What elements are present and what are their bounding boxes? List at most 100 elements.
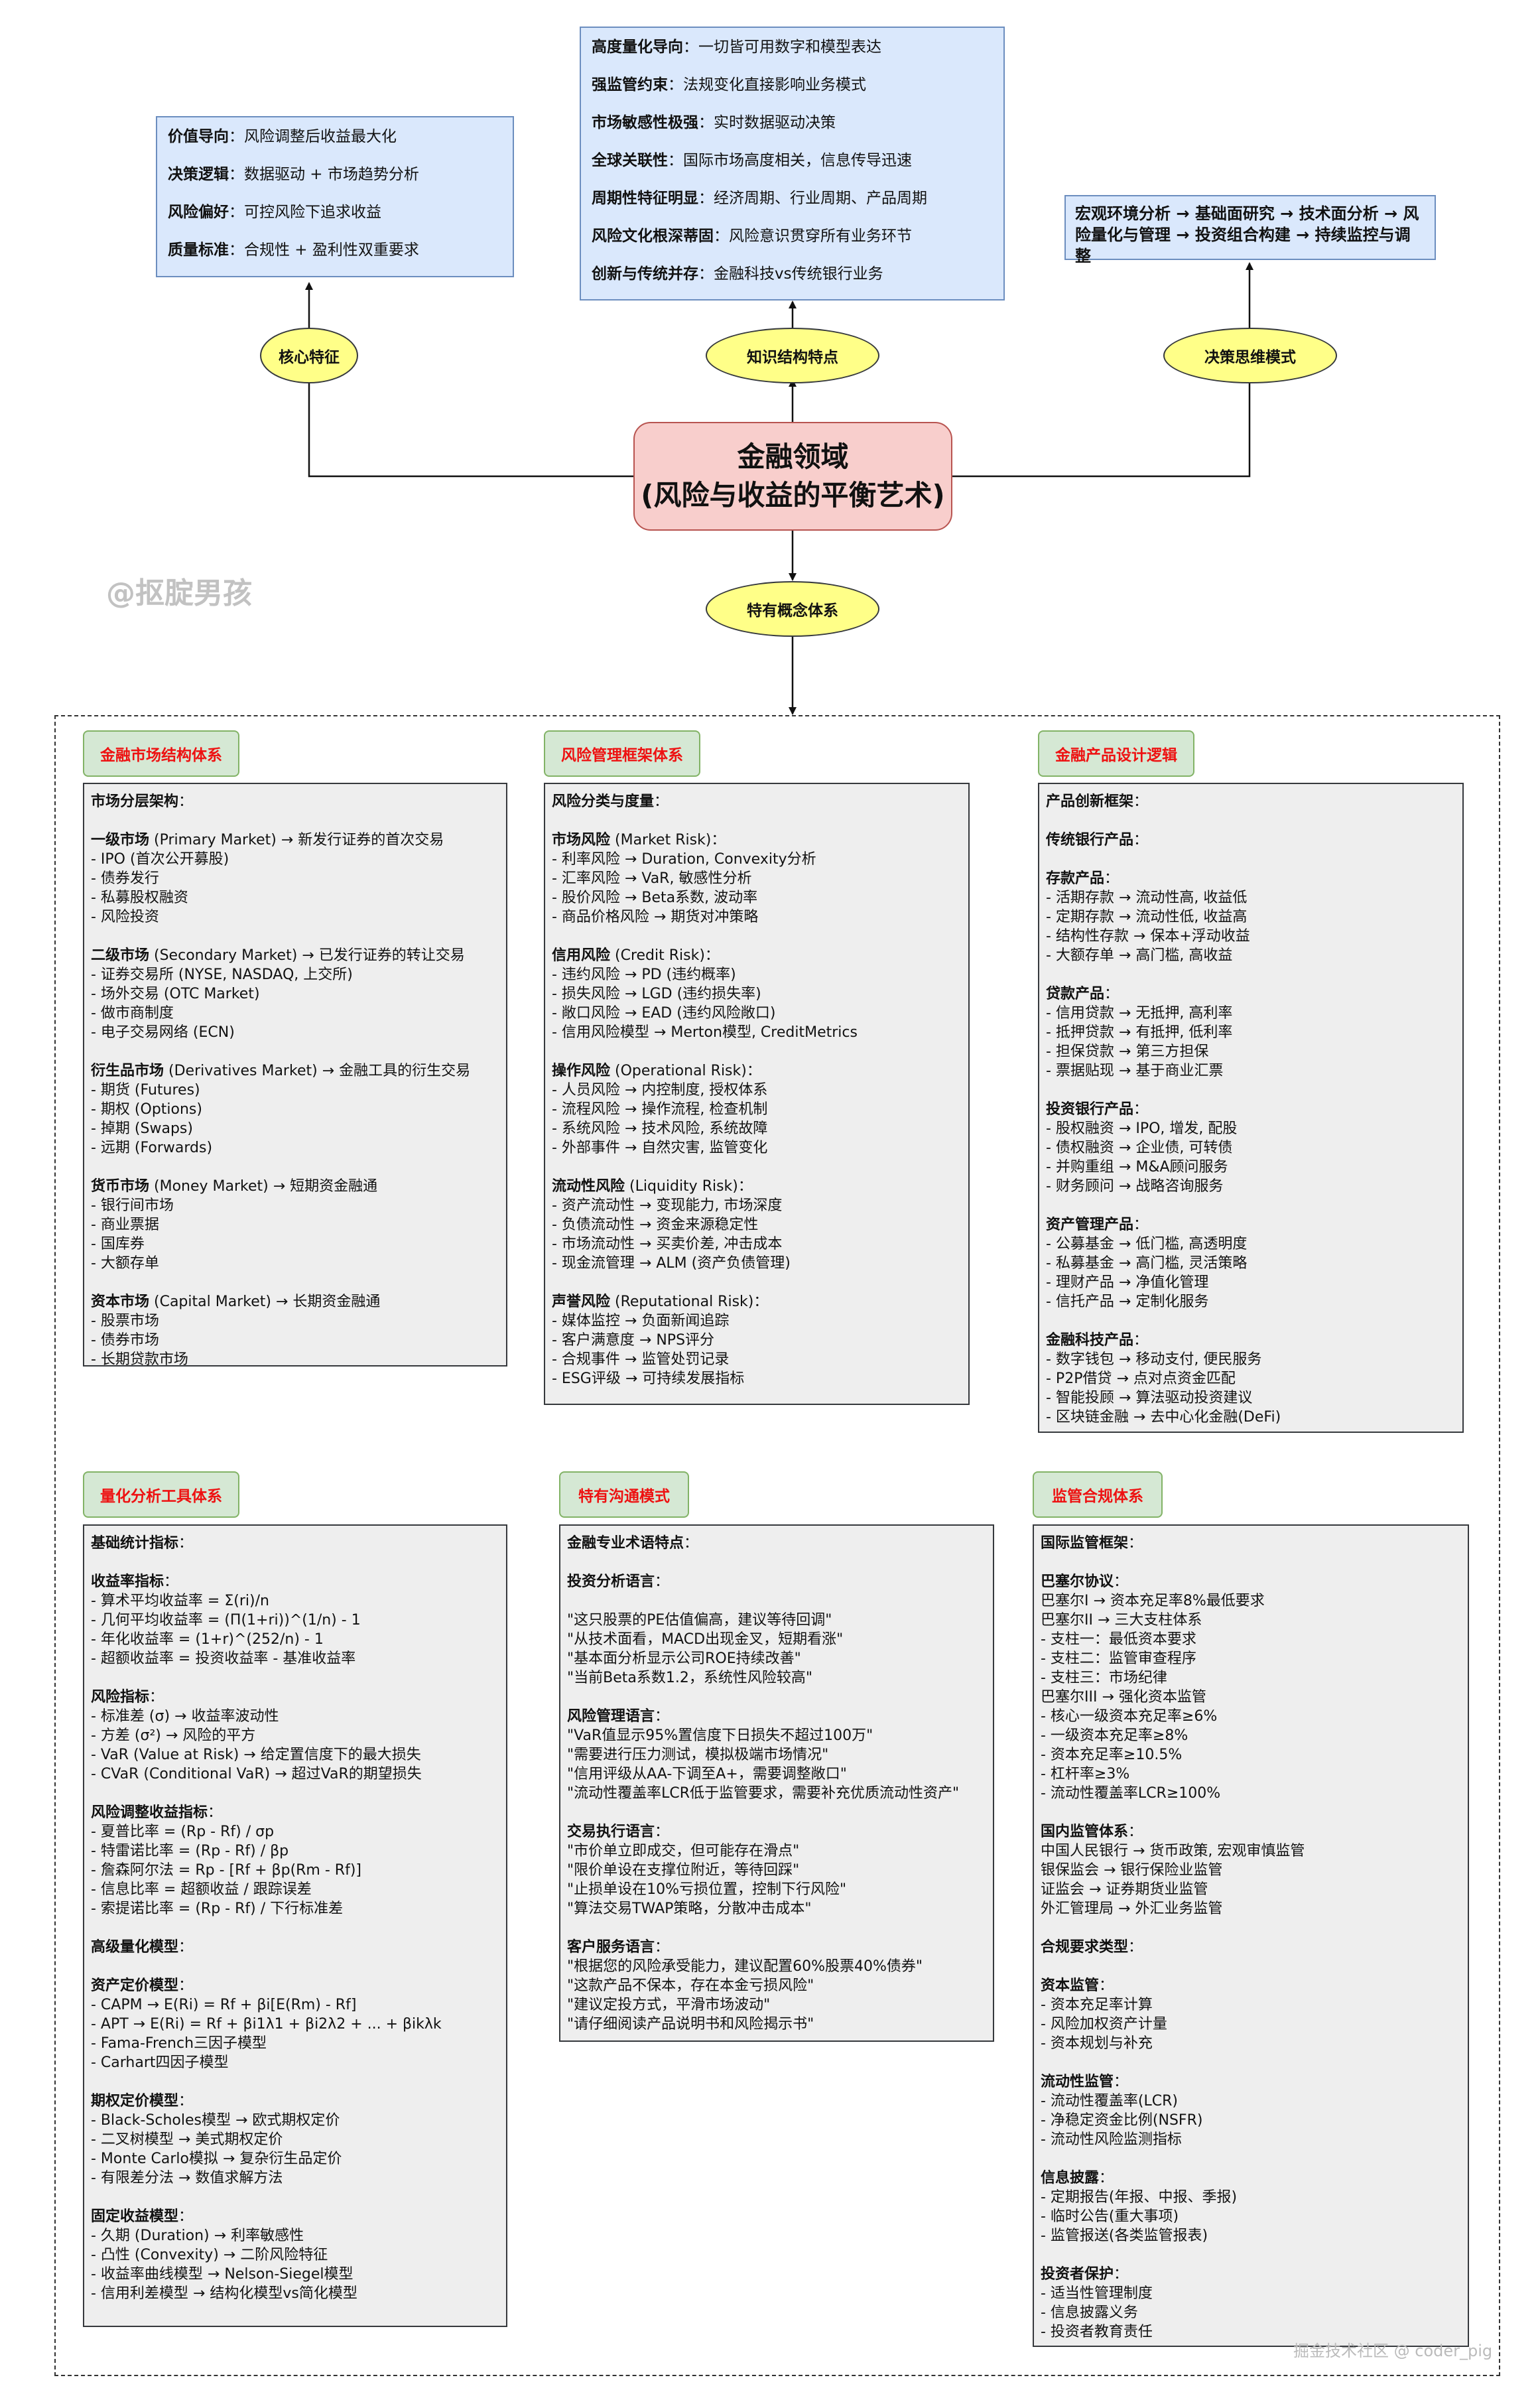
panel-line: - 詹森阿尔法 = Rp - [Rf + βp(Rm - Rf)] xyxy=(91,1861,499,1880)
panel-line-text: - 股票市场 xyxy=(91,1313,159,1329)
panel-line-text: (Credit Risk)： xyxy=(610,947,720,964)
panel-line-text: - 股权融资 → IPO, 增发, 配股 xyxy=(1046,1120,1238,1137)
section-panel-risk-framework: 风险分类与度量：市场风险 (Market Risk)：- 利率风险 → Dura… xyxy=(544,783,970,1405)
edge-center-decision xyxy=(952,336,1253,478)
panel-line: - 商业票据 xyxy=(91,1215,499,1235)
panel-line: - 外部事件 → 自然灾害, 监管变化 xyxy=(552,1138,962,1158)
panel-line xyxy=(567,1803,986,1822)
panel-line-heading: 巴塞尔协议 xyxy=(1041,1573,1114,1590)
panel-line-text: - 定期报告(年报、中报、季报) xyxy=(1041,2189,1238,2206)
panel-line-text: - 算术平均收益率 = Σ(ri)/n xyxy=(91,1593,269,1609)
panel-line-text: "信用评级从AA-下调至A+，需要调整敞口" xyxy=(567,1766,847,1782)
panel-line-text: "当前Beta系数1.2，系统性风险较高" xyxy=(567,1670,812,1686)
panel-line: "建议定投方式，平滑市场波动" xyxy=(567,1995,986,2015)
panel-line-text: - 信用贷款 → 无抵押, 高利率 xyxy=(1046,1005,1233,1022)
panel-line-text: (Primary Market) → 新发行证券的首次交易 xyxy=(149,832,444,848)
panel-line-text: - 流动性覆盖率LCR≥100% xyxy=(1041,1785,1221,1802)
section-header-market-structure: 金融市场结构体系 xyxy=(83,730,239,777)
panel-line-text: - 做市商制度 xyxy=(91,1005,174,1022)
core-traits-item: 风险偏好：可控风险下追求收益 xyxy=(168,202,502,222)
panel-line-text: - 一级资本充足率≥8% xyxy=(1041,1727,1188,1744)
panel-line: - IPO (首次公开募股) xyxy=(91,850,499,869)
panel-line-text: - 大额存单 xyxy=(91,1255,159,1272)
panel-line: - 国库券 xyxy=(91,1235,499,1254)
panel-line-text: - 理财产品 → 净值化管理 xyxy=(1046,1274,1209,1291)
panel-line-heading: 投资者保护 xyxy=(1041,2266,1114,2283)
panel-line-text: - 年化收益率 = (1+r)^(252/n) - 1 xyxy=(91,1631,324,1648)
panel-line-text: - 国库券 xyxy=(91,1236,145,1252)
panel-line-text: "建议定投方式，平滑市场波动" xyxy=(567,1997,771,2013)
panel-line: - 股票市场 xyxy=(91,1311,499,1331)
center-title: 金融领域 xyxy=(737,440,849,473)
panel-line-heading: 期权定价模型 xyxy=(91,2093,179,2109)
panel-line: - 流动性风险监测指标 xyxy=(1041,2130,1461,2149)
trait-value: ：经济周期、行业周期、产品周期 xyxy=(698,190,927,207)
panel-line-text: - 股价风险 → Beta系数, 波动率 xyxy=(552,890,758,906)
panel-line: "信用评级从AA-下调至A+，需要调整敞口" xyxy=(567,1765,986,1784)
knowledge-traits-box: 高度量化导向：一切皆可用数字和模型表达强监管约束：法规变化直接影响业务模式市场敏… xyxy=(580,27,1005,300)
trait-value: ：金融科技vs传统银行业务 xyxy=(698,265,883,283)
panel-line: - Black-Scholes模型 → 欧式期权定价 xyxy=(91,2111,499,2130)
panel-line-heading: 传统银行产品 xyxy=(1046,832,1134,848)
panel-line: - 流程风险 → 操作流程, 检查机制 xyxy=(552,1100,962,1119)
panel-line: 流动性监管： xyxy=(1041,2072,1461,2092)
panel-line: - 智能投顾 → 算法驱动投资建议 xyxy=(1046,1388,1456,1408)
trait-key: 市场敏感性极强 xyxy=(592,114,698,131)
panel-line: 固定收益模型： xyxy=(91,2207,499,2226)
panel-line: 市场风险 (Market Risk)： xyxy=(552,831,962,850)
concepts-frame xyxy=(54,715,1500,2376)
panel-line-text: - 敞口风险 → EAD (违约风险敞口) xyxy=(552,1005,776,1022)
panel-line-heading: 货币市场 xyxy=(91,1178,150,1195)
panel-line-heading: 存款产品 xyxy=(1046,870,1105,887)
panel-line: - 久期 (Duration) → 利率敏感性 xyxy=(91,2226,499,2245)
panel-line-text: - CAPM → E(Ri) = Rf + βi[E(Rm) - Rf] xyxy=(91,1997,357,2013)
panel-line: - 客户满意度 → NPS评分 xyxy=(552,1331,962,1350)
panel-line: 资产定价模型： xyxy=(91,1976,499,1995)
center-subtitle: (风险与收益的平衡艺术) xyxy=(641,479,945,511)
panel-line-text: - 核心一级资本充足率≥6% xyxy=(1041,1708,1218,1725)
panel-line: - 大额存单 xyxy=(91,1254,499,1273)
panel-line-text: - 有限差分法 → 数值求解方法 xyxy=(91,2170,283,2186)
panel-line xyxy=(1041,2245,1461,2265)
panel-line: 国内监管体系： xyxy=(1041,1822,1461,1841)
panel-line: 巴塞尔I → 资本充足率8%最低要求 xyxy=(1041,1591,1461,1611)
panel-line-text: - 定期存款 → 流动性低, 收益高 xyxy=(1046,909,1248,925)
panel-line: - 并购重组 → M&A顾问服务 xyxy=(1046,1158,1456,1177)
footer-credit: 掘金技术社区 @ coder_pig xyxy=(1293,2342,1493,2360)
panel-line-text: "基本面分析显示公司ROE持续改善" xyxy=(567,1650,801,1667)
panel-line-text: - Black-Scholes模型 → 欧式期权定价 xyxy=(91,2112,340,2129)
panel-line: - 现金流管理 → ALM (资产负债管理) xyxy=(552,1254,962,1273)
core-traits-node: 核心特征 xyxy=(260,328,358,383)
panel-line: - 信用利差模型 → 结构化模型vs简化模型 xyxy=(91,2284,499,2303)
panel-line-text: 巴塞尔II → 三大支柱体系 xyxy=(1041,1612,1202,1629)
panel-line: - 信用贷款 → 无抵押, 高利率 xyxy=(1046,1004,1456,1023)
panel-line xyxy=(567,1591,986,1611)
panel-line: - VaR (Value at Risk) → 给定置信度下的最大损失 xyxy=(91,1745,499,1765)
panel-line-text: ： xyxy=(178,2093,194,2109)
panel-line-text: ： xyxy=(178,1939,194,1956)
panel-line-text: - Monte Carlo模拟 → 复杂衍生品定价 xyxy=(91,2151,342,2167)
panel-line: 中国人民银行 → 货币政策, 宏观审慎监管 xyxy=(1041,1841,1461,1861)
panel-line: - 财务顾问 → 战略咨询服务 xyxy=(1046,1177,1456,1196)
panel-line: - P2P借贷 → 点对点资金匹配 xyxy=(1046,1369,1456,1388)
panel-line-text: ： xyxy=(1104,986,1120,1002)
panel-line-text: ： xyxy=(1099,1977,1114,1994)
panel-line-text: - 远期 (Forwards) xyxy=(91,1140,213,1156)
panel-line: "从技术面看，MACD出现金叉，短期看涨" xyxy=(567,1630,986,1649)
panel-line-heading: 风险指标 xyxy=(91,1689,150,1705)
trait-value: ：风险意识贯穿所有业务环节 xyxy=(714,228,912,245)
panel-line: - 负债流动性 → 资金来源稳定性 xyxy=(552,1215,962,1235)
panel-line xyxy=(1046,965,1456,984)
panel-line: 合规要求类型： xyxy=(1041,1938,1461,1957)
panel-line-text: - 电子交易网络 (ECN) xyxy=(91,1024,235,1041)
panel-line-text: - 场外交易 (OTC Market) xyxy=(91,986,260,1002)
panel-line: - 损失风险 → LGD (违约损失率) xyxy=(552,984,962,1004)
panel-line-text: - 人员风险 → 内控制度, 授权体系 xyxy=(552,1082,768,1099)
panel-line-text: - 票据贴现 → 基于商业汇票 xyxy=(1046,1063,1224,1079)
panel-line-text: 巴塞尔III → 强化资本监管 xyxy=(1041,1689,1206,1705)
panel-line-text: - 支柱三：市场纪律 xyxy=(1041,1670,1167,1686)
knowledge-traits-item: 强监管约束：法规变化直接影响业务模式 xyxy=(592,75,993,95)
panel-line: - APT → E(Ri) = Rf + βi1λ1 + βi2λ2 + ...… xyxy=(91,2015,499,2034)
panel-line: - 证券交易所 (NYSE, NASDAQ, 上交所) xyxy=(91,965,499,984)
panel-line: 证监会 → 证券期货业监管 xyxy=(1041,1880,1461,1899)
